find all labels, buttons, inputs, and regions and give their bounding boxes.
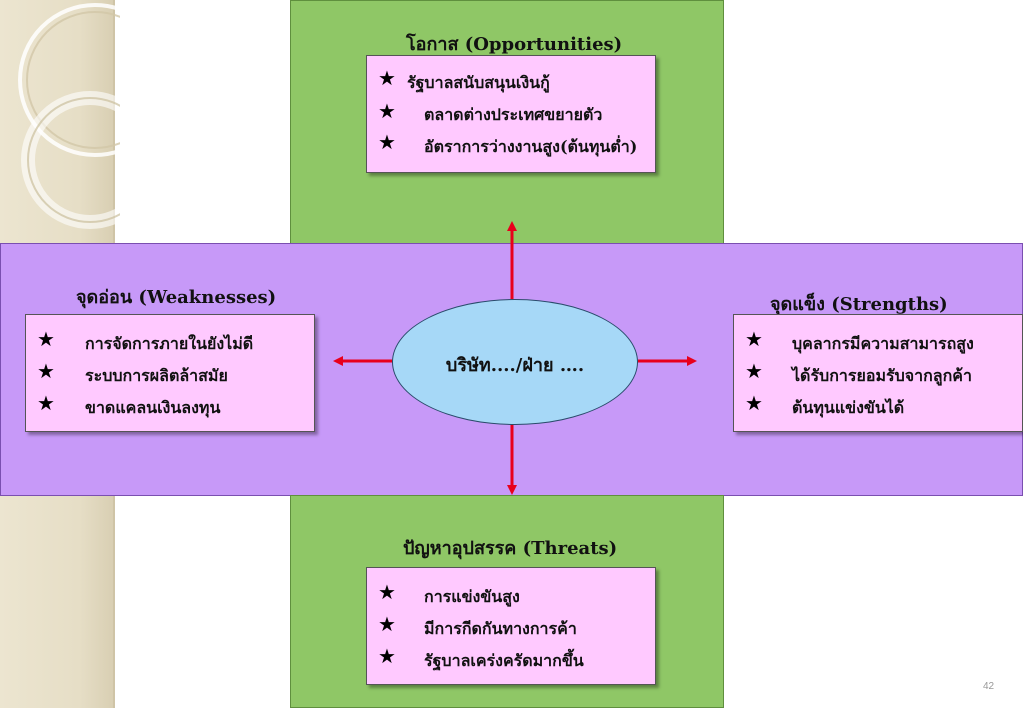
star-icon: ★ [378, 99, 396, 123]
list-item: รัฐบาลเคร่งครัดมากขึ้น [424, 651, 584, 670]
opportunities-title: โอกาส (Opportunities) [406, 34, 623, 55]
page-number: 42 [983, 681, 995, 692]
list-item: รัฐบาลสนับสนุนเงินกู้ [407, 73, 550, 92]
star-icon: ★ [37, 391, 55, 415]
strengths-list [733, 314, 1023, 432]
star-icon: ★ [37, 327, 55, 351]
list-item: การจัดการภายในยังไม่ดี [85, 334, 254, 353]
star-icon: ★ [378, 580, 396, 604]
star-icon: ★ [378, 612, 396, 636]
star-icon: ★ [745, 359, 763, 383]
list-item: ระบบการผลิตล้าสมัย [85, 366, 228, 385]
list-item: ได้รับการยอมรับจากลูกค้า [792, 366, 972, 385]
list-item: การแข่งขันสูง [424, 587, 520, 606]
list-item: ตลาดต่างประเทศขยายตัว [424, 105, 603, 124]
weaknesses-title: จุดอ่อน (Weaknesses) [76, 287, 277, 308]
opportunities-list [366, 55, 656, 173]
star-icon: ★ [378, 644, 396, 668]
star-icon: ★ [378, 66, 396, 90]
list-item: ขาดแคลนเงินลงทุน [85, 398, 221, 417]
star-icon: ★ [745, 327, 763, 351]
threats-list [366, 567, 656, 685]
list-item: อัตราการว่างงานสูง(ต้นทุนต่ำ) [424, 137, 638, 156]
list-item: ต้นทุนแข่งขันได้ [792, 398, 905, 417]
strengths-title: จุดแข็ง (Strengths) [770, 294, 948, 315]
center-ellipse [392, 299, 638, 425]
weaknesses-list [25, 314, 315, 432]
star-icon: ★ [378, 130, 396, 154]
threats-title: ปัญหาอุปสรรค (Threats) [403, 538, 618, 559]
list-item: มีการกีดกันทางการค้า [424, 619, 577, 638]
star-icon: ★ [745, 391, 763, 415]
center-label: บริษัท..../ฝ่าย …. [445, 355, 585, 376]
decorative-rings [18, 3, 120, 229]
star-icon: ★ [37, 359, 55, 383]
list-item: บุคลากรมีความสามารถสูง [792, 334, 974, 353]
